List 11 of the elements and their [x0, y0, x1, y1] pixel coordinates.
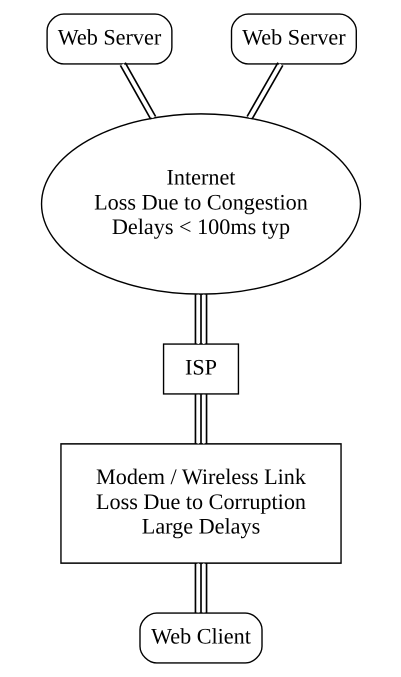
connector	[194, 294, 207, 344]
node-box: Web Server	[230, 13, 356, 65]
connector	[246, 62, 284, 120]
node-box: Web Client	[138, 612, 262, 664]
node-box: Web Server	[46, 13, 172, 65]
connector	[194, 394, 207, 444]
node-ellipse: Internet Loss Due to Congestion Delays < 100ms typ	[40, 113, 361, 295]
node-box: ISP	[162, 343, 239, 395]
connector	[194, 563, 207, 613]
node-box: Modem / Wireless Link Loss Due to Corruption Large Delays	[60, 443, 342, 564]
connector	[119, 62, 156, 120]
